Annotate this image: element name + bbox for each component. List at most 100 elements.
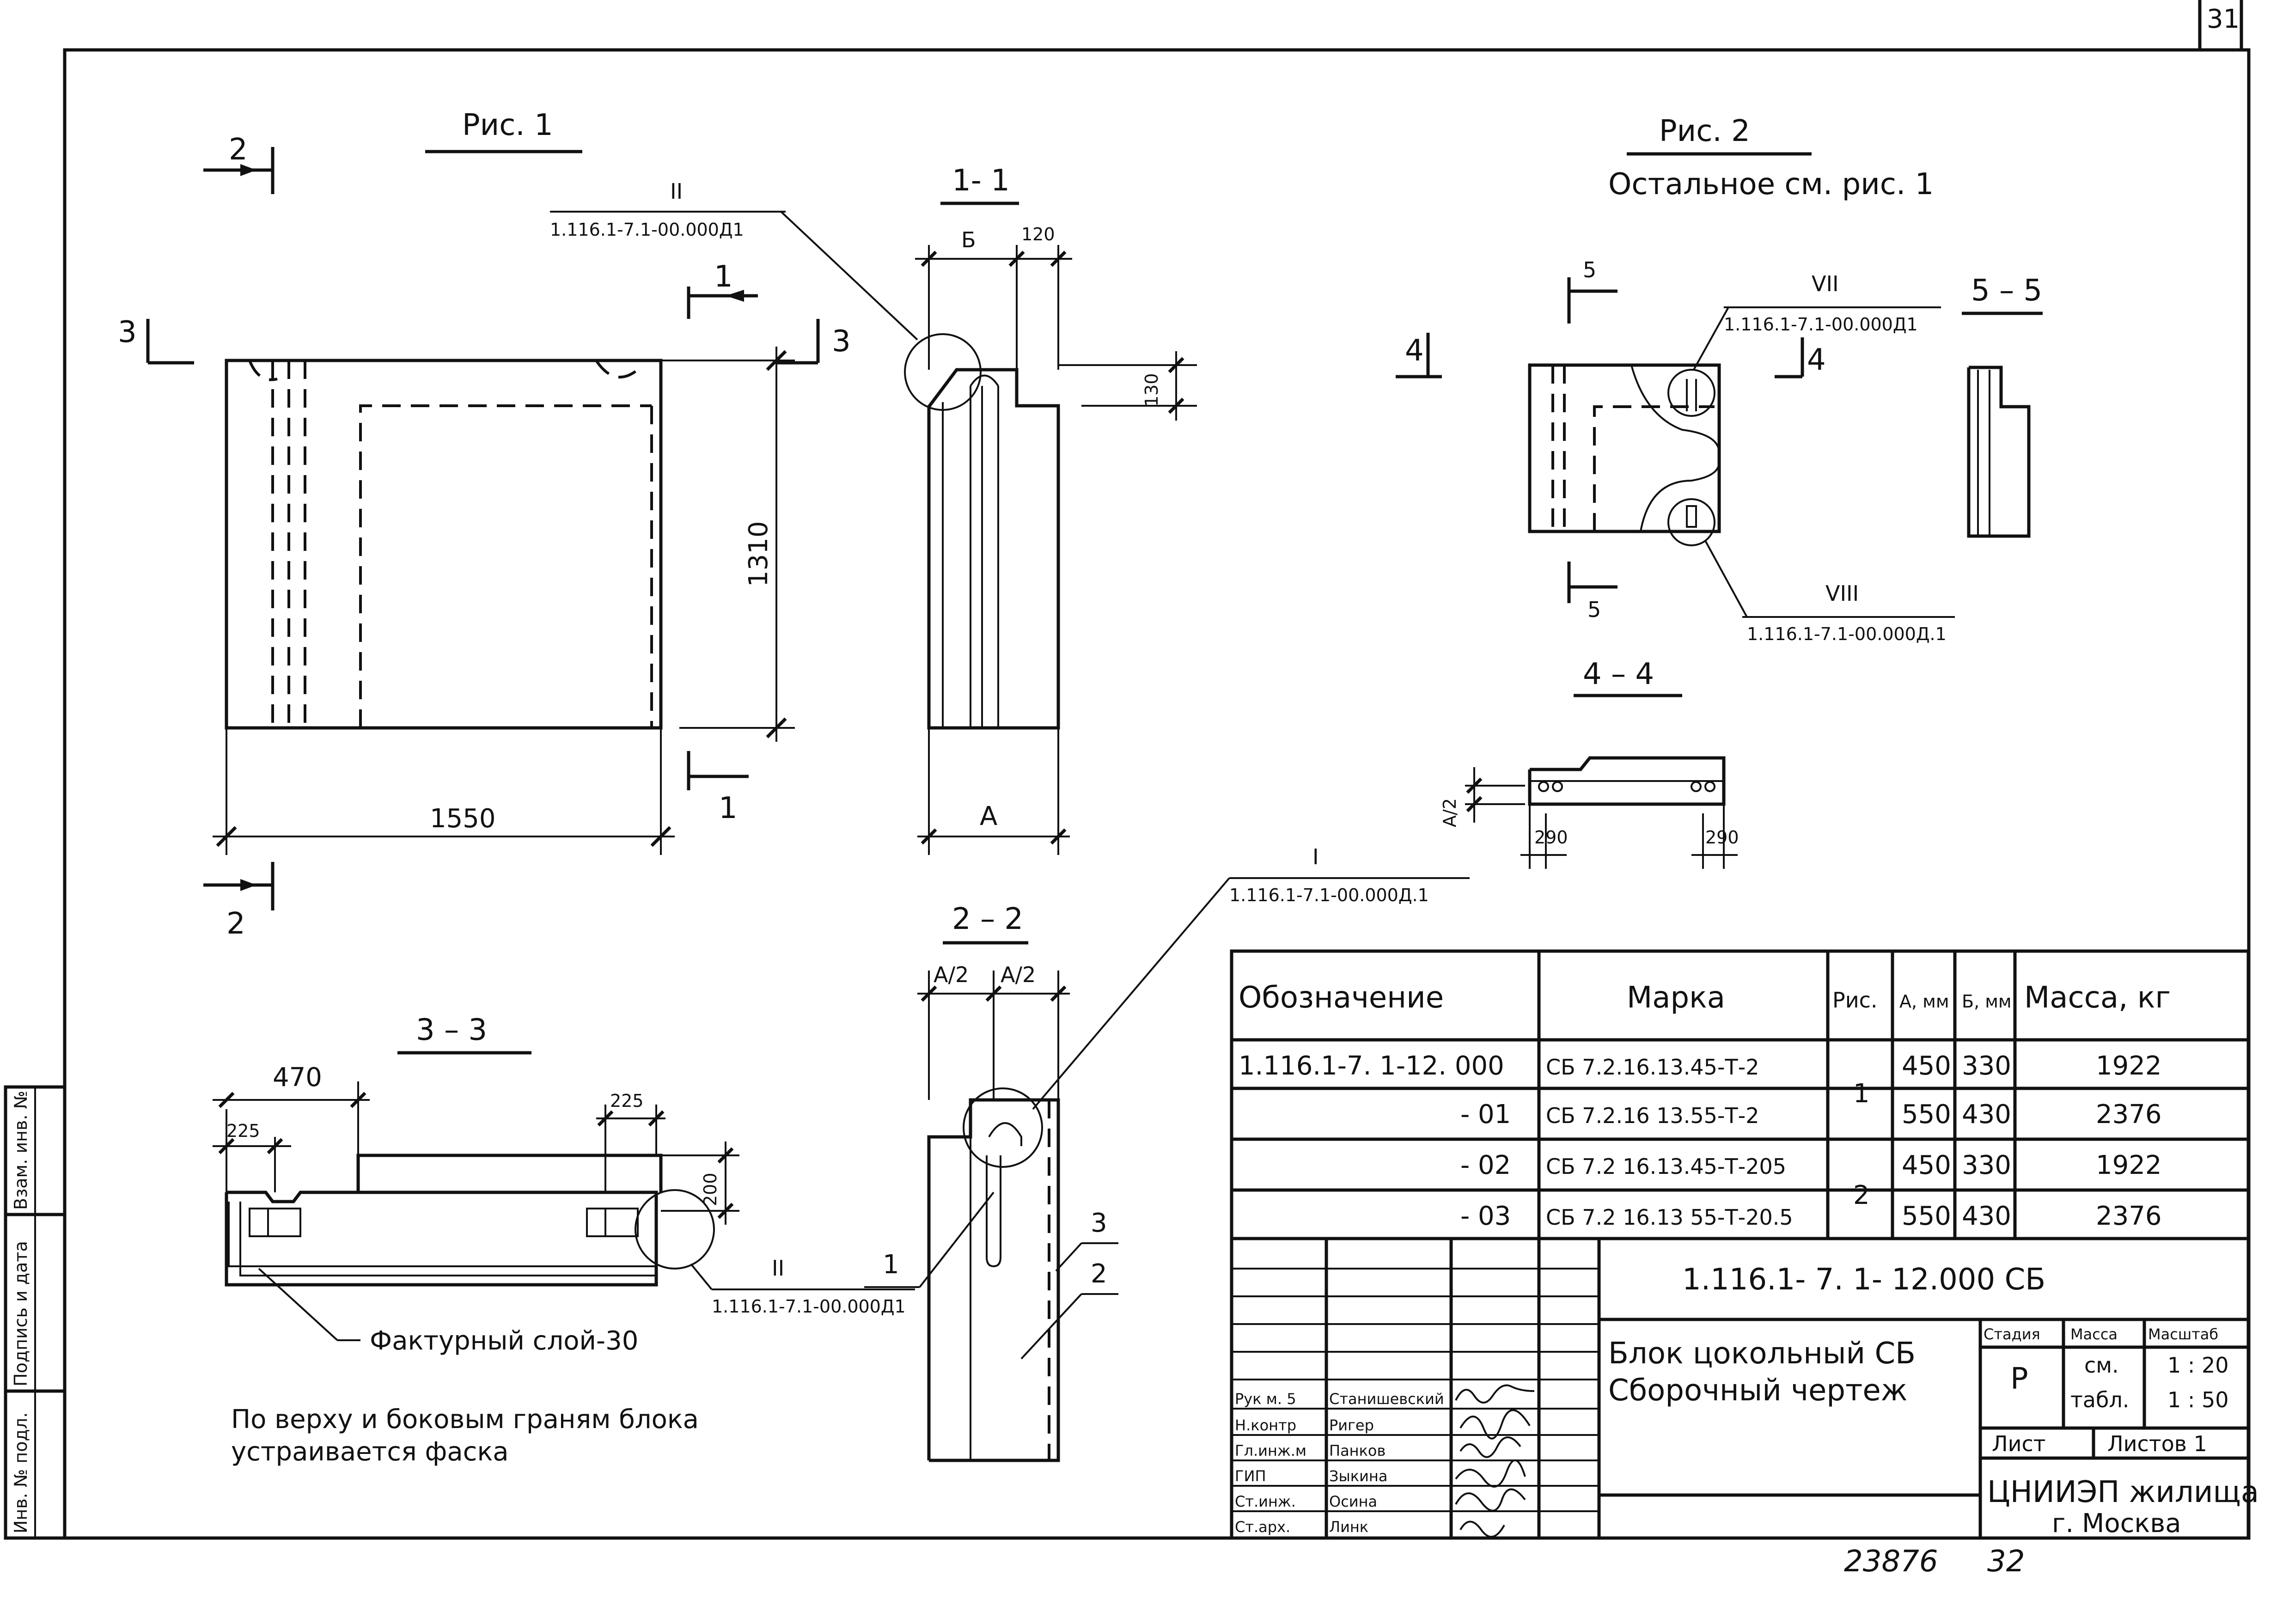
sec33-texture-layer-label: Фактурный слой-30: [370, 1326, 638, 1356]
footer-inv-number: 23876: [1844, 1545, 1938, 1579]
fig2-callout-code-VII: 1.116.1-7.1-00.000Д1: [1724, 314, 1918, 335]
section-2-2: 2 – 2 А/2 А/2 I 1.116.1-7.1-00.000Д.1 1 …: [864, 844, 1470, 1462]
staff-row: Рук м. 5 Станишевский: [1235, 1390, 1444, 1408]
side-stamp: Инв. № подл. Подпись и дата Взам. инв. №: [4, 1085, 67, 1540]
spec-cell-mass: 2376: [2096, 1099, 2162, 1129]
sec44-dim-290-right: 290: [1705, 827, 1739, 848]
section-1-1: 1- 1 Б 120 130 А: [904, 164, 1197, 855]
cut-mark-4-left: 4: [1405, 334, 1424, 368]
fig1-dim-height: 1310: [744, 521, 774, 587]
spec-cell-mark: СБ 7.2 16.13 55-Т-20.5: [1546, 1205, 1793, 1230]
spec-cell-a: 450: [1902, 1150, 1951, 1180]
sec33-callout-code-II: 1.116.1-7.1-00.000Д1: [712, 1296, 906, 1317]
figure-2-view: Рис. 2 Остальное см. рис. 1 4 4 5 5 VII …: [1396, 114, 1955, 644]
sec11-dim-b: Б: [961, 227, 976, 252]
cut-mark-3-right: 3: [832, 324, 851, 359]
sec44-title: 4 – 4: [1583, 657, 1654, 691]
title-mass-header: Масса: [2070, 1325, 2118, 1343]
spec-cell-designation: - 02: [1460, 1150, 1511, 1180]
spec-cell-mass: 1922: [2096, 1051, 2162, 1081]
spec-cell-mark: СБ 7.2.16.13.45-Т-2: [1546, 1055, 1759, 1080]
title-stage-value: Р: [2010, 1362, 2028, 1396]
staff-row: Гл.инж.м Панков: [1235, 1442, 1386, 1459]
stamp-inv-original: Инв. № подл.: [11, 1412, 31, 1533]
sec11-title: 1- 1: [952, 164, 1010, 198]
staff-name: Панков: [1329, 1442, 1386, 1459]
staff-role: Гл.инж.м: [1235, 1442, 1306, 1459]
fig2-callout-roman-VIII: VIII: [1825, 581, 1859, 606]
specification-table: Обозначение Марка Рис. А, мм Б, мм Масса…: [1230, 949, 2250, 1240]
spec-cell-a: 550: [1902, 1099, 1951, 1129]
spec-cell-mark: СБ 7.2.16 13.55-Т-2: [1546, 1103, 1759, 1128]
cut-mark-2-top: 2: [229, 133, 248, 167]
spec-header-b: Б, мм: [1962, 991, 2012, 1012]
spec-cell-designation: 1.116.1-7. 1-12. 000: [1239, 1051, 1504, 1081]
section-5-5: 5 – 5: [1962, 274, 2043, 538]
sec55-title: 5 – 5: [1971, 274, 2042, 308]
staff-name: Ригер: [1329, 1416, 1374, 1434]
cut-mark-4-right: 4: [1807, 343, 1826, 377]
title-mass-value-1: см.: [2084, 1353, 2119, 1378]
sec33-title: 3 – 3: [416, 1013, 487, 1047]
title-org-line-2: г. Москва: [2052, 1508, 2181, 1539]
staff-name: Линк: [1329, 1518, 1368, 1536]
staff-name: Зыкина: [1329, 1467, 1387, 1485]
sec22-leader-1: 1: [883, 1250, 899, 1280]
staff-row: Н.контр Ригер: [1235, 1416, 1374, 1434]
sec11-dim-a: А: [980, 801, 997, 831]
sec33-dim-470: 470: [273, 1062, 322, 1093]
spec-cell-b: 430: [1962, 1201, 2011, 1231]
spec-header-mass: Масса, кг: [2024, 981, 2171, 1015]
title-scale-value-1: 1 : 20: [2167, 1353, 2229, 1378]
spec-header-a: А, мм: [1899, 991, 1949, 1012]
table-row: - 01 СБ 7.2.16 13.55-Т-2 550 430 2376: [1460, 1099, 2162, 1129]
section-3-3: 3 – 3 470 225 225 200 II: [213, 1013, 915, 1356]
title-scale-value-2: 1 : 50: [2167, 1387, 2229, 1412]
table-row: 1.116.1-7. 1-12. 000 СБ 7.2.16.13.45-Т-2…: [1239, 1051, 2162, 1109]
footer-sheet-index: 32: [1987, 1545, 2025, 1579]
sec22-title: 2 – 2: [952, 902, 1023, 936]
title-sheet-label: Лист: [1992, 1431, 2046, 1456]
sec22-dim-a2-right: А/2: [1001, 962, 1036, 987]
spec-cell-a: 450: [1902, 1051, 1951, 1081]
spec-cell-mark: СБ 7.2 16.13.45-Т-205: [1546, 1154, 1786, 1179]
fig2-callout-roman-VII: VII: [1812, 271, 1839, 296]
section-4-4: 4 – 4 А/2 290 290: [1440, 657, 1739, 869]
fig2-callout-code-VIII: 1.116.1-7.1-00.000Д.1: [1747, 624, 1947, 644]
table-row: - 02 СБ 7.2 16.13.45-Т-205 2 450 330 192…: [1460, 1150, 2162, 1210]
staff-role: Ст.инж.: [1235, 1493, 1296, 1510]
cut-mark-3-left: 3: [118, 315, 137, 349]
sec44-dim-290-left: 290: [1534, 827, 1568, 848]
title-stage-header: Стадия: [1984, 1325, 2040, 1343]
cut-mark-1-top: 1: [714, 260, 733, 294]
title-scale-header: Масштаб: [2148, 1325, 2218, 1343]
staff-row: Ст.инж. Осина: [1235, 1493, 1377, 1510]
spec-cell-b: 430: [1962, 1099, 2011, 1129]
spec-header-mark: Марка: [1627, 981, 1725, 1015]
spec-cell-b: 330: [1962, 1150, 2011, 1180]
stamp-replacement-inv: Взам. инв. №: [11, 1091, 31, 1210]
sec33-callout-roman-II: II: [772, 1256, 784, 1281]
spec-cell-a: 550: [1902, 1201, 1951, 1231]
title-doc-code: 1.116.1- 7. 1- 12.000 СБ: [1682, 1263, 2045, 1297]
title-name-line-2: Сборочный чертеж: [1608, 1374, 1907, 1408]
staff-name: Станишевский: [1329, 1390, 1444, 1408]
sec22-leader-3: 3: [1091, 1208, 1107, 1238]
sec33-dim-200: 200: [700, 1172, 720, 1206]
fig1-dim-width: 1550: [430, 804, 496, 834]
fig2-title: Рис. 2: [1659, 114, 1750, 148]
spec-cell-figure: 1: [1853, 1079, 1870, 1109]
stamp-signature-date: Подпись и дата: [11, 1241, 31, 1386]
spec-cell-designation: - 01: [1460, 1099, 1511, 1129]
sec33-dim-225-left: 225: [226, 1121, 260, 1141]
drawing-frame: 31: [63, 0, 2251, 1540]
sec22-leader-2: 2: [1091, 1259, 1107, 1289]
title-name-line-1: Блок цокольный СБ: [1608, 1337, 1916, 1371]
fig2-subtitle: Остальное см. рис. 1: [1608, 167, 1934, 201]
spec-header-figure: Рис.: [1832, 988, 1878, 1013]
sec44-dim-a2: А/2: [1440, 798, 1460, 827]
staff-role: ГИП: [1235, 1467, 1266, 1485]
sheet-footer: 23876 32: [1844, 1545, 2025, 1579]
staff-row: ГИП Зыкина: [1235, 1467, 1387, 1485]
